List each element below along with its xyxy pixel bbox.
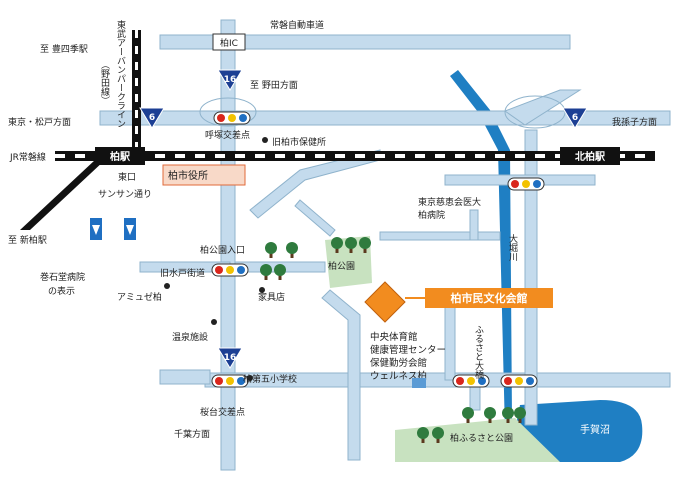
jikei-hospital-label-1: 東京慈恵会医大 [418,196,481,208]
tobu-line-label: 東武アーバンパークライン [115,19,126,128]
kashiwa-park-entrance-label: 柏公園入口 [200,244,245,256]
onsen-dot [211,319,217,325]
joban-expressway-label: 常磐自動車道 [270,19,324,31]
yobizuka-label: 呼塚交差点 [205,129,250,141]
tree-icon [462,407,474,423]
city-hall-box [162,164,246,186]
svg-text:6: 6 [149,113,155,123]
east-exit-label: 東口 [118,171,136,183]
tobu-line-track [20,30,141,230]
svg-text:16: 16 [224,75,237,85]
facility-name: 健康管理センター [370,344,446,356]
tree-icon [331,237,343,253]
furusato-bridge-label: ふるさと大橋 [473,325,484,380]
kita-kashiwa-station-sign: 北柏駅 [560,147,620,165]
shinkashiwa-label: 至 新柏駅 [8,234,47,246]
route-16-shield-south: 16 [217,347,243,369]
kashiwa-ic-box [212,33,246,51]
tree-icon [265,242,277,258]
makiishido-label-2: の表示 [48,285,75,297]
tree-icon [274,264,286,280]
sansan-street-label: サンサン通り [98,189,152,200]
tokyo-matsudo-label: 東京・松戸方面 [8,116,71,128]
signals [211,111,545,388]
svg-text:16: 16 [224,353,237,363]
traffic-signal [452,374,490,388]
ohorigawa-label: 大堀川 [507,233,518,261]
tree-icon [502,407,514,423]
culture-hall-label: 柏市民文化会館 [451,291,528,305]
route-16-shield-north: 16 [217,69,243,91]
culture-hall-label-box [425,288,553,308]
kita-kashiwa-station-label: 北柏駅 [575,150,606,163]
makiishido-label-1: 巻石堂病院 [40,271,85,283]
facility-name: 保健勤労会館 [370,357,427,369]
noda-label: 至 野田方面 [250,79,298,91]
tree-icon [345,237,357,253]
tree-icon [359,237,371,253]
traffic-signal [211,374,249,388]
route-6-shield-east: 6 [562,107,588,129]
jikei-hospital-label-2: 柏病院 [418,209,445,221]
traffic-signal [211,263,249,277]
onsen-label: 温泉施設 [172,331,208,343]
old-health-center-label: 旧柏市保健所 [272,136,326,148]
toyoshiki-label: 至 豊四季駅 [40,43,88,55]
old-mito-road-label: 旧水戸街道 [160,267,205,279]
amuse-label: アミュゼ柏 [117,291,162,303]
tree-icon [484,407,496,423]
furniture-store-label: 家具店 [258,291,285,303]
culture-hall-marker [364,281,406,323]
traffic-signal [500,374,538,388]
traffic-signal [213,111,251,125]
jr-joban-label: JR常磐線 [9,151,46,163]
city-hall-label: 柏市役所 [168,169,208,182]
joban-line-track [55,151,655,161]
noda-line-label: （野田線） [99,60,110,105]
old-health-center-dot [262,137,268,143]
amuse-dot [164,283,170,289]
svg-text:6: 6 [572,113,578,123]
tree-icon [514,407,526,423]
facility-building [412,378,426,388]
facility-name: 中央体育館 [370,331,418,343]
teganuma-label: 手賀沼 [580,423,610,436]
kashiwa-station-sign: 柏駅 [95,147,145,165]
kashiwa-station-label: 柏駅 [110,150,131,163]
tree-icon [260,264,272,280]
daigo-school-label: 柏第五小学校 [243,373,297,385]
kashiwa-park-label: 柏公園 [328,260,355,272]
one-way-arrows [90,218,136,240]
furniture-store-dot [259,287,265,293]
traffic-signal [507,177,545,191]
kashiwa-ic-label: 柏IC [220,37,238,49]
route-6-shield-west: 6 [139,107,165,129]
sakuradai-label: 桜台交差点 [200,406,245,418]
tree-icon [286,242,298,258]
school-dot [247,375,253,381]
trees [260,237,526,443]
teganuma-lake [515,400,643,462]
tree-icon [417,427,429,443]
chiba-label: 千葉方面 [174,428,210,440]
abiko-label: 我孫子方面 [612,116,657,128]
furusato-park-label: 柏ふるさと公園 [450,432,513,444]
tree-icon [432,427,444,443]
